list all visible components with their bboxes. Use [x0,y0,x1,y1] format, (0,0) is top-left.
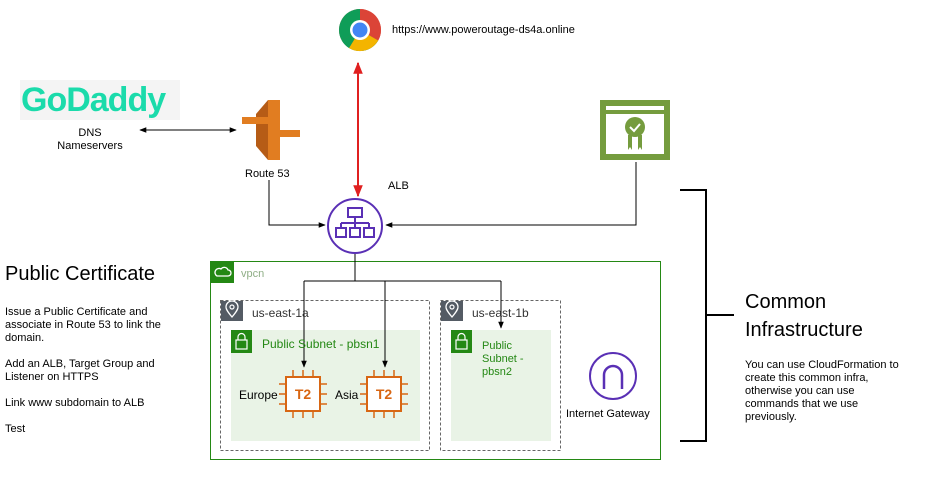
common-infra-brace [680,189,734,442]
step-1: Issue a Public Certificate and associate… [5,306,161,344]
instance-region-europe: Europe [239,388,278,402]
subnet2-label: Public Subnet - pbsn2 [482,340,524,378]
instance-region-asia: Asia [335,388,359,402]
step-2: Add an ALB, Target Group and Listener on… [5,358,155,383]
certificate-alb-arrow [385,162,637,228]
load-balancer-icon [327,198,383,254]
instance-type-asia: T2 [375,386,393,402]
right-panel-title: Common Infrastructure [745,291,863,341]
instance-type-europe: T2 [294,386,312,402]
left-panel-title: Public Certificate [5,263,156,285]
left-panel-steps: Issue a Public Certificate and associate… [5,306,205,436]
internet-gateway-label: Internet Gateway [566,408,650,420]
az2-label: us-east-1b [472,306,529,320]
godaddy-logo-text: GoDaddy [21,81,166,119]
route53-alb-arrow [268,180,326,228]
vpc-label: vpcn [241,268,265,280]
godaddy-label: DNS Nameservers [57,127,123,152]
az1-label: us-east-1a [252,306,309,320]
vpc-icon [210,261,234,283]
ec2-europe-icon [279,370,327,418]
certificate-manager-icon [600,100,670,160]
vpc-box [210,261,661,460]
browser-url[interactable]: https://www.poweroutage-ds4a.online [392,24,575,36]
internet-gateway-icon [589,352,637,400]
ec2-asia-icon [360,370,408,418]
step-4: Test [5,423,26,435]
right-panel-desc: You can use CloudFormation to create thi… [745,359,899,423]
route53-label: Route 53 [245,168,290,180]
route53-icon [242,100,300,160]
az1-box [220,300,430,451]
alb-label: ALB [388,180,409,192]
subnet1-label: Public Subnet - pbsn1 [262,337,380,351]
step-3: Link www subdomain to ALB [5,397,145,409]
chrome-icon [338,8,382,52]
godaddy-logo [20,80,180,120]
